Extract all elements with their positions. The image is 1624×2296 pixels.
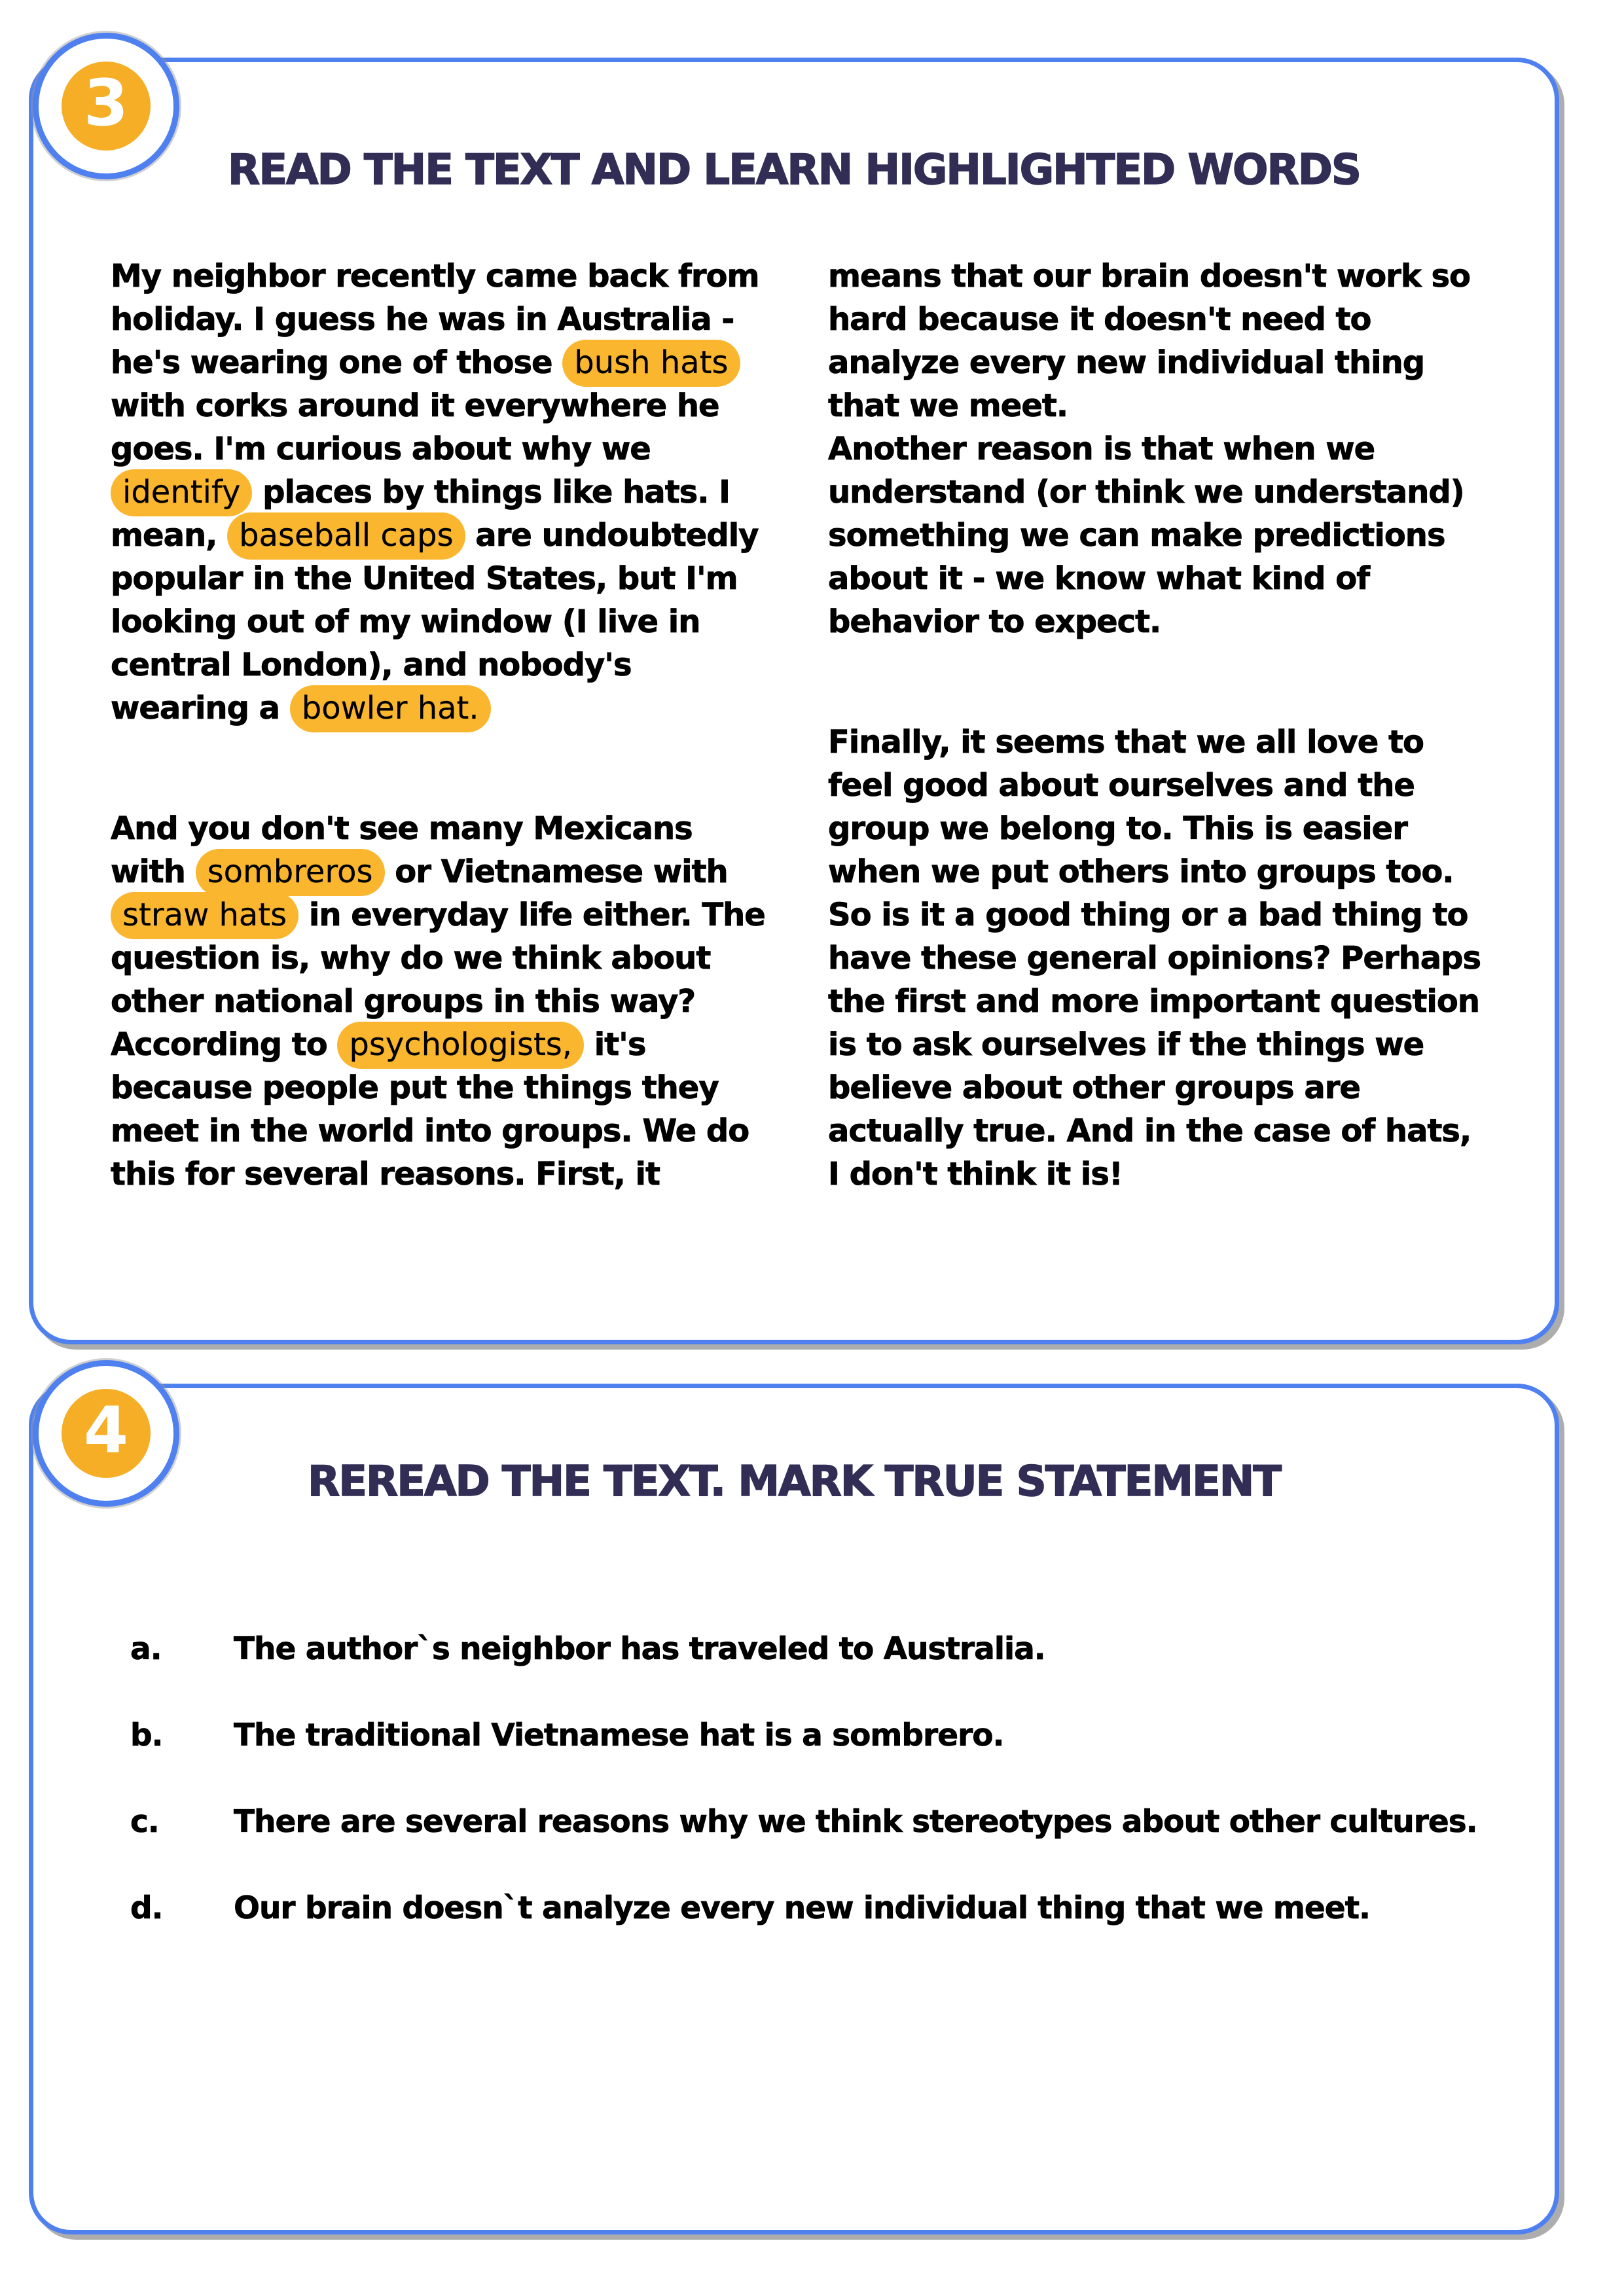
text-column-left: My neighbor recently came back from holi… (111, 255, 767, 1196)
text-run: are undoubtedly popular in the United St… (111, 517, 759, 727)
exercise-4-number: 4 (62, 1389, 151, 1478)
exercise-3-badge: 3 (33, 33, 179, 179)
text-run: places by things like hats. I mean, (111, 474, 731, 554)
exercise-3-title: READ THE TEXT AND LEARN HIGHLIGHTED WORD… (227, 145, 1362, 195)
statement-text: Our brain doesn`t analyze every new indi… (234, 1890, 1371, 1927)
highlighted-word: baseball caps (227, 512, 465, 560)
exercise-3-number: 3 (62, 62, 151, 151)
text-run: it's because people put the things they … (111, 1026, 750, 1193)
paragraph: My neighbor recently came back from holi… (111, 255, 765, 732)
statement-list: a. The author`s neighbor has traveled to … (33, 1630, 1555, 1928)
reading-text: My neighbor recently came back from holi… (33, 255, 1555, 1196)
statement-option-c[interactable]: c. There are several reasons why we think… (130, 1803, 1489, 1841)
text-run: Another reason is that when we understan… (828, 431, 1465, 641)
statement-text: There are several reasons why we think s… (234, 1804, 1478, 1840)
highlighted-word: sombreros (195, 849, 385, 896)
statement-option-d[interactable]: d. Our brain doesn`t analyze every new in… (130, 1890, 1489, 1928)
statement-letter: d. (130, 1890, 164, 1927)
highlighted-word: bush hats (562, 340, 740, 387)
statement-option-b[interactable]: b. The traditional Vietnamese hat is a so… (130, 1717, 1489, 1755)
highlighted-word: straw hats (111, 892, 299, 939)
statement-text: The traditional Vietnamese hat is a somb… (234, 1717, 1005, 1754)
statement-letter: a. (130, 1631, 162, 1668)
exercise-4-title: REREAD THE TEXT. MARK TRUE STATEMENT (307, 1457, 1282, 1507)
highlighted-word: bowler hat. (289, 685, 491, 732)
paragraph: Another reason is that when we understan… (828, 427, 1483, 643)
text-run: Finally, it seems that we all love to fe… (828, 724, 1482, 1193)
exercise-4-card: REREAD THE TEXT. MARK TRUE STATEMENT a. T… (29, 1384, 1559, 2234)
text-column-right: means that our brain doesn't work so har… (828, 255, 1483, 1196)
highlighted-word: psychologists, (337, 1022, 585, 1069)
statement-option-a[interactable]: a. The author`s neighbor has traveled to … (130, 1630, 1489, 1668)
paragraph: And you don't see many Mexicans with som… (111, 807, 767, 1196)
text-run: And you don't see many Mexicans with (111, 810, 693, 891)
paragraph: Finally, it seems that we all love to fe… (828, 721, 1483, 1196)
text-run: or Vietnamese with (384, 853, 729, 891)
text-run: in everyday life either. The question is… (111, 897, 767, 1064)
text-run: with corks around it everywhere he goes.… (111, 387, 720, 468)
text-run: My neighbor recently came back from holi… (111, 258, 760, 382)
statement-text: The author`s neighbor has traveled to Au… (234, 1631, 1046, 1668)
statement-letter: c. (130, 1804, 160, 1840)
statement-letter: b. (130, 1717, 164, 1754)
highlighted-word: identify (111, 469, 253, 516)
exercise-4-badge: 4 (33, 1360, 179, 1507)
text-run: means that our brain doesn't work so har… (828, 258, 1471, 425)
paragraph: means that our brain doesn't work so har… (828, 255, 1483, 427)
exercise-3-card: READ THE TEXT AND LEARN HIGHLIGHTED WORD… (29, 58, 1559, 1344)
